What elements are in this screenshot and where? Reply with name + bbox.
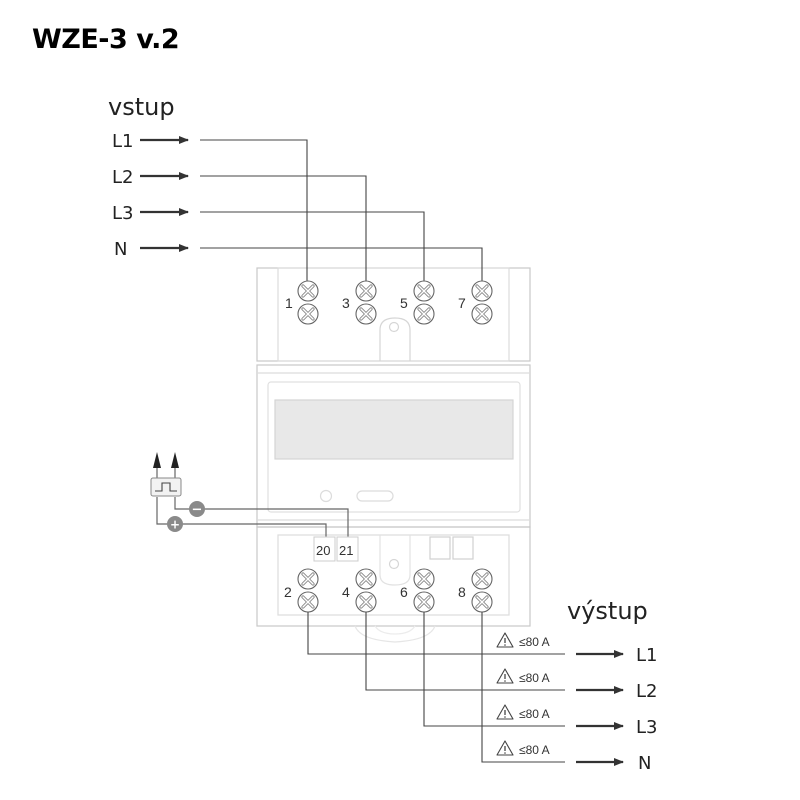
input-label-l1: L1 — [112, 131, 133, 152]
terminal-number-6: 6 — [400, 584, 408, 600]
limit-label-n: ≤80 A — [519, 743, 550, 757]
terminal-number-3: 3 — [342, 295, 350, 311]
terminal-21 — [336, 536, 359, 562]
screw-icon — [412, 590, 436, 614]
terminal-number-2: 2 — [284, 584, 292, 600]
plus-symbol: + — [170, 518, 180, 532]
terminal-number-21: 21 — [339, 543, 353, 558]
terminal-number-7: 7 — [458, 295, 466, 311]
terminal-number-1: 1 — [285, 295, 293, 311]
front-panel — [267, 381, 521, 513]
screw-icon — [412, 279, 436, 303]
top-terminal-cover — [277, 267, 510, 362]
wire-pulse-minus — [174, 497, 349, 538]
wire-output-n — [481, 612, 565, 763]
input-label-l3: L3 — [112, 203, 133, 224]
warning-icon — [496, 704, 514, 720]
output-heading: výstup — [567, 597, 648, 625]
lcd-display — [274, 399, 514, 460]
bottom-terminal-cover — [277, 534, 510, 616]
screw-icon — [296, 302, 320, 326]
bottom-clip — [379, 535, 411, 586]
screw-icon — [354, 567, 378, 591]
input-arrows — [140, 136, 189, 252]
current-limits: ≤80 A ≤80 A ≤80 A ≤80 A — [496, 632, 550, 757]
top-clip — [379, 317, 411, 361]
wire-input-l1 — [200, 139, 308, 282]
minus-symbol: − — [192, 503, 203, 518]
screw-icon — [412, 302, 436, 326]
output-label-n: N — [638, 753, 651, 774]
screw-icon — [296, 567, 320, 591]
button-slot — [356, 490, 394, 502]
wire-output-l2 — [365, 612, 565, 691]
arrow-up-icon — [153, 452, 161, 468]
screw-icon — [470, 279, 494, 303]
screw-icon — [296, 279, 320, 303]
pulse-output: − + 20 21 — [150, 452, 359, 562]
aux-slot-1 — [429, 536, 451, 560]
wire-input-n — [200, 247, 483, 282]
meter-housing — [256, 267, 531, 643]
input-wires — [200, 139, 483, 282]
warning-icon — [496, 632, 514, 648]
input-heading: vstup — [108, 93, 175, 121]
led-indicator — [319, 489, 333, 503]
warning-icon — [496, 740, 514, 756]
limit-label-l3: ≤80 A — [519, 707, 550, 721]
output-label-l3: L3 — [636, 717, 657, 738]
screw-icon — [470, 302, 494, 326]
screw-icon — [354, 302, 378, 326]
top-clip-hole — [388, 321, 400, 333]
aux-slot-2 — [452, 536, 474, 560]
wire-output-l1 — [307, 612, 565, 655]
output-label-l1: L1 — [636, 645, 657, 666]
terminal-number-4: 4 — [342, 584, 350, 600]
output-wires — [307, 612, 565, 763]
arrow-up-icon — [171, 452, 179, 468]
input-label-l2: L2 — [112, 167, 133, 188]
wire-input-l2 — [200, 175, 367, 282]
terminal-number-8: 8 — [458, 584, 466, 600]
wire-input-l3 — [200, 211, 425, 282]
terminal-number-5: 5 — [400, 295, 408, 311]
plus-badge — [167, 516, 183, 532]
screw-icon — [296, 590, 320, 614]
terminal-20 — [313, 536, 336, 562]
output-label-l2: L2 — [636, 681, 657, 702]
bottom-terminal-block — [256, 526, 531, 627]
diagram-title: WZE-3 v.2 — [32, 24, 180, 55]
pulse-icon — [150, 477, 182, 497]
screw-icon — [412, 567, 436, 591]
screw-icon — [470, 567, 494, 591]
terminal-number-20: 20 — [316, 543, 330, 558]
warning-icon — [496, 668, 514, 684]
limit-label-l2: ≤80 A — [519, 671, 550, 685]
limit-label-l1: ≤80 A — [519, 635, 550, 649]
input-label-n: N — [114, 239, 127, 260]
screw-icon — [354, 279, 378, 303]
output-arrows — [576, 650, 624, 766]
wire-output-l3 — [423, 612, 565, 727]
din-rail-clip — [354, 625, 436, 643]
minus-badge — [189, 501, 205, 517]
screw-icon — [470, 590, 494, 614]
wire-pulse-plus — [156, 497, 327, 538]
bottom-clip-hole — [388, 558, 400, 570]
screw-icon — [354, 590, 378, 614]
